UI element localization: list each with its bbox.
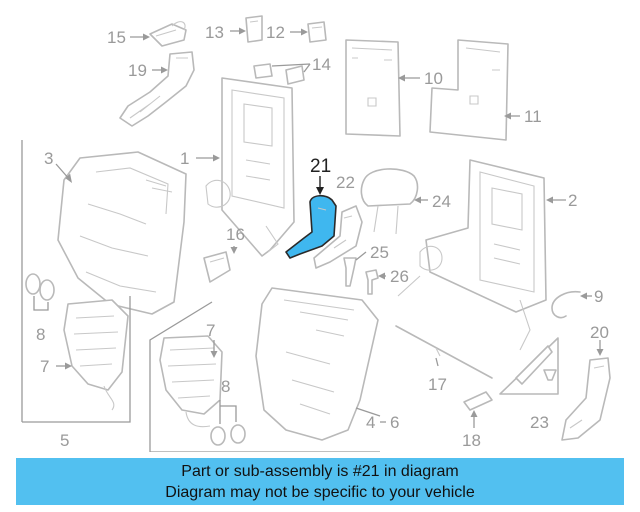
part-9-wire <box>551 290 581 319</box>
callout-26: 26 <box>390 267 409 286</box>
part-19-cover <box>119 51 195 127</box>
part-22-trim <box>313 205 363 269</box>
banner-line-2: Diagram may not be specific to your vehi… <box>165 484 475 501</box>
part-4-cover <box>255 287 379 441</box>
part-10-panel <box>345 39 401 137</box>
part-14-guides <box>253 63 305 85</box>
callout-17: 17 <box>428 375 447 394</box>
part-24-headrest <box>360 168 419 235</box>
parts-diagram: 15 13 12 14 19 10 11 <box>21 15 611 452</box>
callout-21: 21 <box>310 156 331 177</box>
callout-4: 4 <box>366 413 375 432</box>
part-25-guide <box>343 257 357 287</box>
part-13-cap <box>245 15 263 43</box>
part-8-discs-lower <box>210 424 246 446</box>
part-23-kit <box>499 337 559 395</box>
callout-23: 23 <box>530 413 549 432</box>
part-17-rod <box>395 325 493 379</box>
callout-12: 12 <box>266 23 285 42</box>
part-3-cover <box>57 151 187 315</box>
part-12-cap <box>307 21 327 43</box>
callout-15: 15 <box>107 28 126 47</box>
part-7-pad-left <box>63 299 129 411</box>
part-7-pad-lower <box>159 335 223 428</box>
part-26-bolt <box>365 269 379 295</box>
callout-13: 13 <box>205 23 224 42</box>
callout-11: 11 <box>524 107 542 126</box>
part-11-panel <box>429 39 509 141</box>
part-21-highlighted[interactable] <box>285 194 337 259</box>
callout-10: 10 <box>424 69 443 88</box>
callout-3: 3 <box>44 149 53 168</box>
part-18-clip <box>463 391 493 411</box>
callout-14: 14 <box>312 55 331 74</box>
callout-18: 18 <box>462 431 481 450</box>
callout-5: 5 <box>60 431 69 450</box>
callout-24: 24 <box>432 192 451 211</box>
callout-8b: 8 <box>221 377 230 396</box>
info-banner: Part or sub-assembly is #21 in diagram D… <box>16 458 624 505</box>
callout-7a: 7 <box>40 357 49 376</box>
callout-19: 19 <box>128 61 147 80</box>
callout-2: 2 <box>568 191 577 210</box>
part-20-trim <box>561 357 611 441</box>
callout-16: 16 <box>226 225 245 244</box>
callout-20: 20 <box>590 323 609 342</box>
part-16-cover <box>203 251 231 283</box>
part-8-discs-left <box>25 273 55 301</box>
callout-1: 1 <box>180 149 189 168</box>
part-2-frame <box>397 159 547 351</box>
part-1-frame <box>205 77 295 257</box>
callout-25: 25 <box>370 243 389 262</box>
callout-6: 6 <box>390 413 399 432</box>
banner-line-1: Part or sub-assembly is #21 in diagram <box>181 463 459 480</box>
callout-22: 22 <box>336 173 355 192</box>
part-15-clip <box>149 21 187 47</box>
callout-7b: 7 <box>206 321 215 340</box>
callout-8a: 8 <box>36 325 45 344</box>
callout-9: 9 <box>594 287 603 306</box>
